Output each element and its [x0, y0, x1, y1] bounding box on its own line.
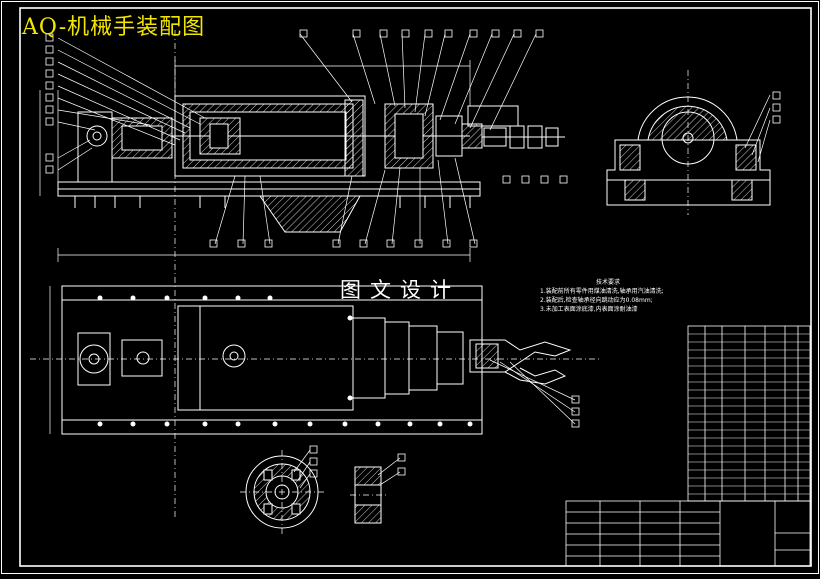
part-number-balloon — [45, 117, 54, 126]
part-number-balloon — [571, 395, 580, 404]
part-number-balloon — [469, 239, 478, 248]
part-number-balloon — [772, 91, 781, 100]
part-number-balloon — [444, 29, 453, 38]
part-number-balloon — [309, 469, 318, 478]
tech-notes: 技术要求 1.装配前所有零件用煤油清洗,轴承用汽油清洗; 2.装配后,检查轴承径… — [540, 278, 664, 314]
part-number-balloon — [45, 69, 54, 78]
part-number-balloon — [386, 239, 395, 248]
part-number-balloon — [309, 445, 318, 454]
part-number-balloon — [45, 105, 54, 114]
bolt-holes — [97, 295, 473, 427]
plan-view — [30, 285, 600, 435]
part-number-balloon — [571, 419, 580, 428]
part-number-balloon — [309, 457, 318, 466]
tech-note-1: 1.装配前所有零件用煤油清洗,轴承用汽油清洗; — [540, 288, 664, 295]
tech-note-3: 3.未加工表面涂底漆,内表面涂耐油漆 — [540, 306, 638, 313]
part-number-balloon — [352, 29, 361, 38]
parts-list-rows — [688, 333, 810, 495]
part-number-balloon — [521, 175, 530, 184]
dimension-lines — [39, 30, 471, 520]
title-block — [565, 500, 811, 567]
part-number-balloon — [359, 239, 368, 248]
part-number-balloon — [264, 239, 273, 248]
part-number-balloon — [45, 33, 54, 42]
part-number-balloon — [571, 407, 580, 416]
part-number-balloon — [45, 93, 54, 102]
part-number-balloon — [45, 165, 54, 174]
drawing-title: AQ-机械手装配图 — [22, 15, 206, 40]
inner-frame — [19, 7, 812, 567]
part-number-balloon — [379, 29, 388, 38]
part-number-balloon — [209, 239, 218, 248]
part-number-balloon — [45, 57, 54, 66]
part-number-balloon — [397, 467, 406, 476]
part-number-balloon — [491, 29, 500, 38]
part-number-balloon — [332, 239, 341, 248]
part-number-balloon — [45, 81, 54, 90]
part-number-balloon — [772, 103, 781, 112]
watermark-text: 图文设计 — [340, 278, 460, 302]
part-number-balloon — [397, 453, 406, 462]
part-balloons — [45, 29, 781, 478]
detail-bushing — [350, 457, 401, 524]
detail-gear — [240, 449, 324, 534]
part-number-balloon — [502, 175, 511, 184]
part-number-balloon — [414, 239, 423, 248]
part-number-balloon — [513, 29, 522, 38]
part-number-balloon — [45, 45, 54, 54]
tech-note-2: 2.装配后,检查轴承径向跳动应为0.08mm; — [540, 297, 653, 304]
part-number-balloon — [299, 29, 308, 38]
section-view — [57, 95, 565, 233]
tech-notes-title: 技术要求 — [596, 279, 621, 286]
part-number-balloon — [401, 29, 410, 38]
part-number-balloon — [540, 175, 549, 184]
parts-list — [687, 325, 811, 502]
part-number-balloon — [772, 115, 781, 124]
part-number-balloon — [237, 239, 246, 248]
part-number-balloon — [469, 29, 478, 38]
part-number-balloon — [535, 29, 544, 38]
part-number-balloon — [45, 153, 54, 162]
side-view — [606, 70, 771, 215]
part-number-balloon — [559, 175, 568, 184]
part-number-balloon — [424, 29, 433, 38]
part-number-balloon — [442, 239, 451, 248]
leader-lines-top — [57, 33, 537, 245]
